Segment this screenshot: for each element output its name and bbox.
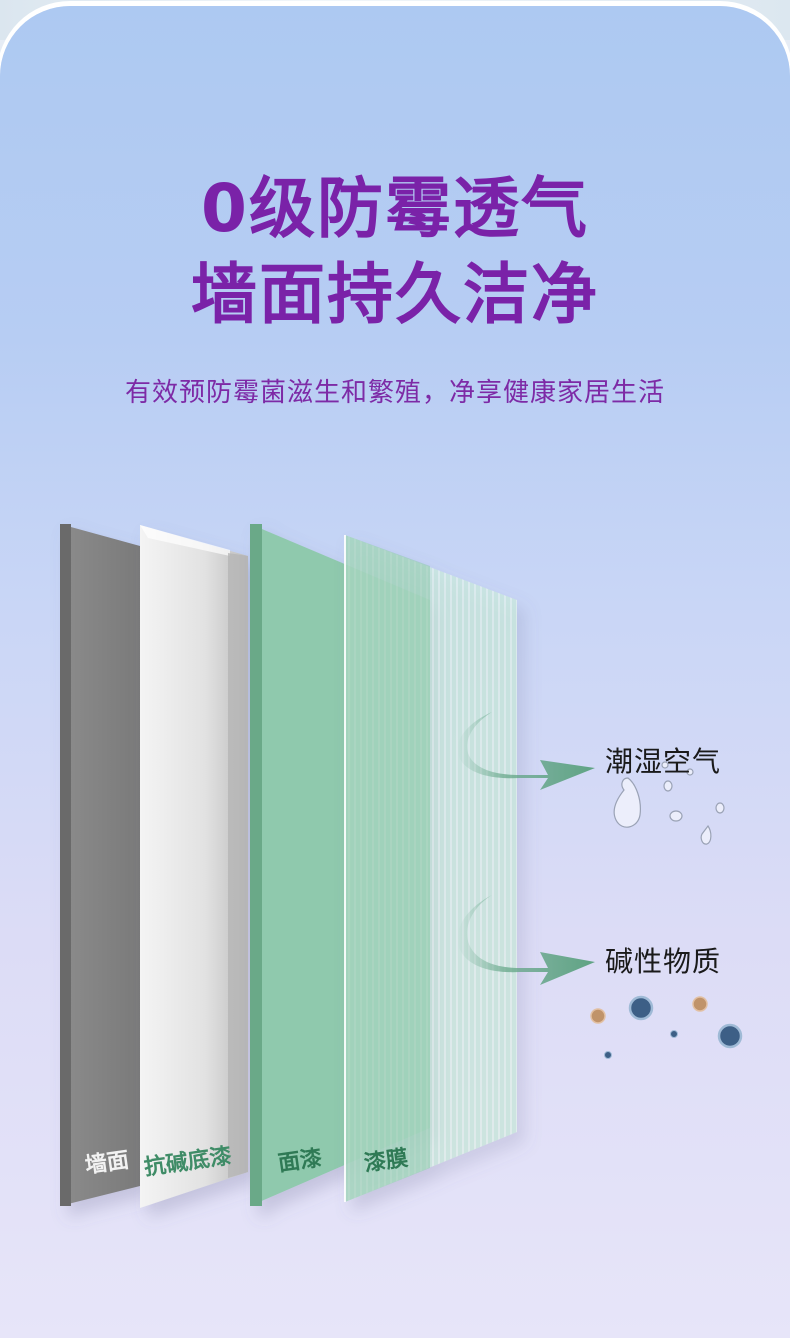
alkali-particles-icon (590, 995, 743, 1059)
subtitle: 有效预防霉菌滋生和繁殖，净享健康家居生活 (124, 378, 665, 408)
water-droplets-icon (613, 761, 725, 845)
arrow-alkali-icon (457, 895, 595, 985)
layer-label-topcoat: 面漆 (276, 1145, 324, 1177)
layer-label-film: 漆膜 (362, 1145, 410, 1177)
layer-wall (60, 524, 140, 1206)
arrow-humid-air-icon (457, 712, 595, 790)
headline-line-1: 0级防霉透气 (201, 170, 589, 247)
callout-humid-air: 潮湿空气 (605, 745, 722, 778)
layer-film (344, 535, 517, 1202)
headline-line-2: 墙面持久洁净 (191, 256, 599, 333)
layer-primer (140, 525, 248, 1208)
layer-label-wall: 墙面 (83, 1147, 131, 1179)
callout-alkali-substance: 碱性物质 (605, 945, 722, 978)
